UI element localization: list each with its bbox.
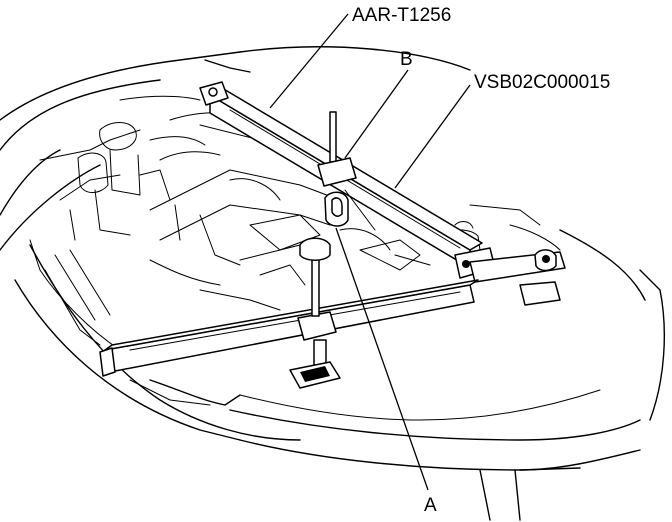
label-b: B: [400, 49, 413, 70]
front-cross-bar: [99, 279, 479, 377]
label-vsb02c000015: VSB02C000015: [474, 72, 611, 93]
leader-lines: [269, 13, 471, 491]
leader-vsb: [394, 84, 471, 189]
support-leg: [289, 237, 341, 389]
leader-aar: [269, 13, 349, 109]
leader-a: [335, 227, 429, 491]
leader-b: [344, 69, 409, 159]
label-aar-t1256: AAR-T1256: [352, 5, 452, 26]
vehicle-body-outline: [0, 46, 665, 521]
label-a: A: [424, 495, 437, 516]
lifting-hook-assembly: [317, 111, 376, 231]
cross-bar-right: [462, 249, 566, 306]
